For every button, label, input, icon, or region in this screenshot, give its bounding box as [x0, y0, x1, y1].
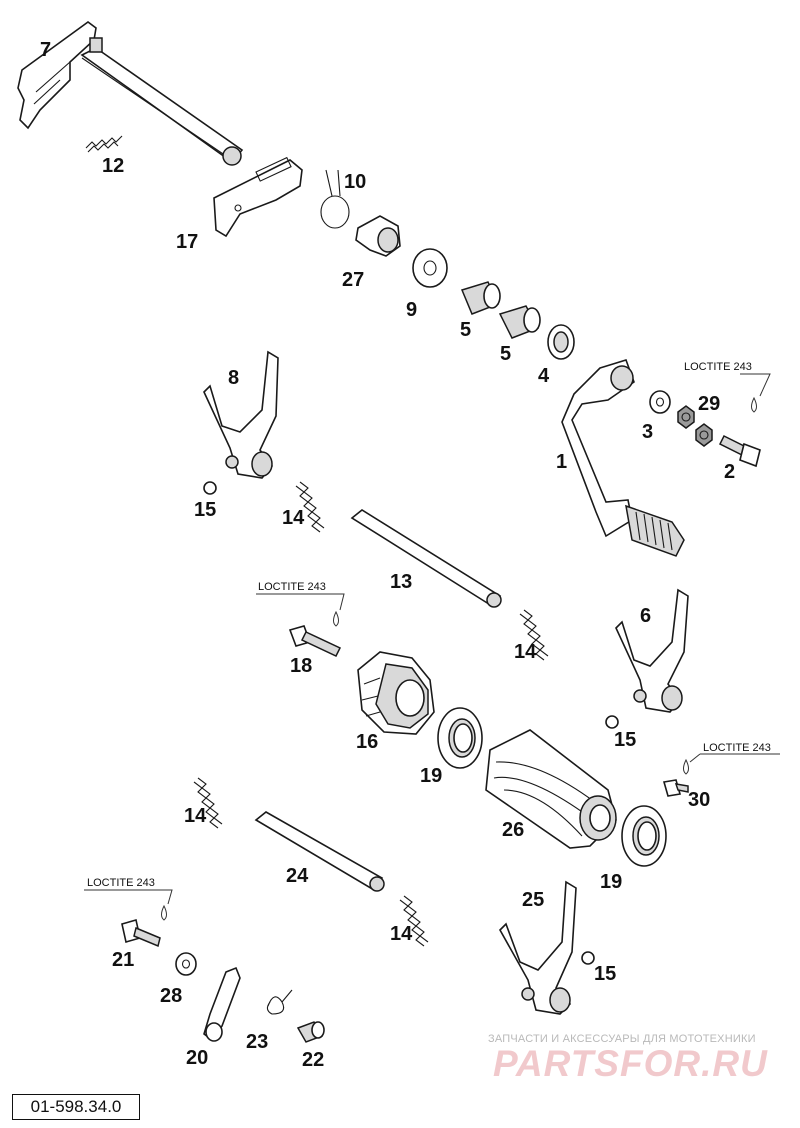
callout-27: 27 — [342, 269, 364, 291]
part-1-shift-lever — [561, 359, 685, 557]
watermark-logo: PARTSFOR.RU — [493, 1043, 768, 1084]
callout-16: 16 — [356, 731, 378, 753]
part-5-bearing-a — [460, 281, 501, 315]
part-20-lever — [203, 966, 241, 1042]
callout-23: 23 — [246, 1031, 268, 1053]
part-7-shift-shaft — [17, 21, 244, 166]
callout-15c: 15 — [594, 963, 616, 985]
part-4-seal — [547, 324, 575, 360]
part-29-nut-b — [695, 423, 713, 447]
document-code: 01-598.34.0 — [30, 1097, 122, 1116]
part-16-shift-drum-star — [357, 651, 435, 735]
callout-15b: 15 — [614, 729, 636, 751]
loctite-label-30: LOCTITE 243 — [703, 742, 771, 754]
callout-4: 4 — [538, 365, 550, 387]
callout-19b: 19 — [600, 871, 622, 893]
callout-17: 17 — [176, 231, 198, 253]
loctite-drop-18 — [256, 593, 345, 627]
part-15-pin-c — [581, 951, 595, 965]
loctite-drop-30 — [683, 753, 780, 775]
callout-30: 30 — [688, 789, 710, 811]
part-10-circlip — [320, 169, 350, 229]
callout-21: 21 — [112, 949, 134, 971]
callout-26: 26 — [502, 819, 524, 841]
part-24-fork-shaft — [254, 811, 385, 892]
callout-13: 13 — [390, 571, 412, 593]
watermark-tagline: ЗАПЧАСТИ И АКСЕССУАРЫ ДЛЯ МОТОТЕХНИКИ — [488, 1033, 756, 1045]
part-14-spring-c — [193, 777, 223, 829]
part-26-shift-drum — [485, 729, 617, 849]
callout-14a: 14 — [282, 507, 305, 529]
part-14-spring-b — [519, 609, 549, 661]
callout-10: 10 — [344, 171, 366, 193]
part-9-washer — [412, 248, 448, 288]
callout-25: 25 — [522, 889, 544, 911]
part-5-bearing-b — [498, 305, 541, 339]
part-2-bolt — [718, 434, 761, 468]
part-23-spring — [266, 989, 293, 1015]
callout-12: 12 — [102, 155, 124, 177]
loctite-label-21: LOCTITE 243 — [87, 877, 155, 889]
callout-19a: 19 — [420, 765, 442, 787]
callout-14d: 14 — [390, 923, 413, 945]
part-21-bolt — [121, 918, 161, 948]
loctite-label-18: LOCTITE 243 — [258, 581, 326, 593]
callout-28: 28 — [160, 985, 182, 1007]
part-28-washer — [175, 952, 197, 976]
callout-6: 6 — [640, 605, 651, 627]
callout-24: 24 — [286, 865, 309, 887]
part-15-pin-a — [203, 481, 217, 495]
loctite-drop-21 — [84, 889, 173, 921]
callout-5b: 5 — [500, 343, 511, 365]
part-6-shift-fork — [615, 588, 689, 713]
part-14-spring-d — [399, 895, 429, 947]
callout-29: 29 — [698, 393, 720, 415]
part-25-shift-fork — [499, 880, 577, 1015]
part-8-shift-fork — [203, 350, 279, 479]
loctite-drop-2 — [740, 373, 771, 413]
callout-14c: 14 — [184, 805, 207, 827]
callout-15a: 15 — [194, 499, 216, 521]
part-18-bolt — [288, 625, 342, 657]
part-29-nut-a — [677, 405, 695, 429]
callout-9: 9 — [406, 299, 417, 321]
callout-3: 3 — [642, 421, 653, 443]
callout-7: 7 — [40, 39, 51, 61]
part-13-fork-shaft — [350, 509, 502, 608]
callout-20: 20 — [186, 1047, 208, 1069]
callout-14b: 14 — [514, 641, 537, 663]
callout-2: 2 — [724, 461, 735, 483]
part-15-pin-b — [605, 715, 619, 729]
callout-22: 22 — [302, 1049, 324, 1071]
part-14-spring-a — [295, 481, 325, 533]
part-17-lever-plate — [213, 156, 303, 238]
callout-18: 18 — [290, 655, 312, 677]
part-19-bearing-b — [621, 805, 667, 867]
part-27-guide — [355, 215, 401, 257]
part-19-bearing-a — [437, 707, 483, 769]
callout-5a: 5 — [460, 319, 471, 341]
part-30-bolt — [662, 779, 689, 797]
document-code-box: 01-598.34.0 — [12, 1094, 140, 1120]
part-12-spring — [85, 135, 123, 153]
callout-1: 1 — [556, 451, 567, 473]
part-3-washer — [649, 390, 671, 414]
part-22-roller — [296, 1021, 325, 1043]
callout-8: 8 — [228, 367, 239, 389]
loctite-label-top: LOCTITE 243 — [684, 361, 752, 373]
